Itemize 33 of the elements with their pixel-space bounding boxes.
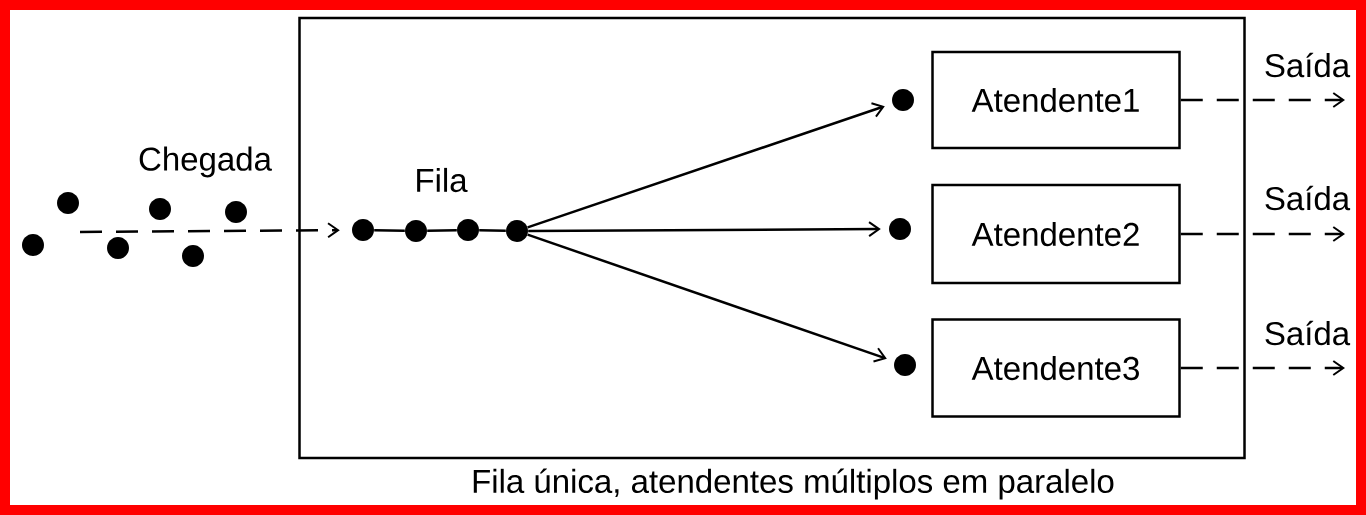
server-box: Atendente2 (931, 183, 1181, 285)
dot (889, 218, 911, 240)
dot (352, 219, 374, 241)
arrow (1180, 226, 1345, 242)
system-box (298, 16, 1246, 460)
connector-line (427, 228, 457, 233)
dot (107, 237, 129, 259)
dot (892, 89, 914, 111)
edge-label: Saída (1262, 319, 1352, 347)
server-box: Atendente3 (931, 318, 1181, 418)
connector-line (479, 229, 506, 233)
dot (57, 192, 79, 214)
edge-label: Chegada (137, 145, 273, 179)
queue-label: Fila (417, 167, 468, 193)
dot (225, 201, 247, 223)
arrow (527, 102, 885, 229)
dot (894, 354, 916, 376)
caption: Fila única, atendentes múltiplos em paralelo (473, 468, 1114, 500)
arrow (1180, 92, 1345, 108)
dot (457, 219, 479, 241)
dot (149, 198, 171, 220)
dot (405, 220, 427, 242)
server-box: Atendente1 (931, 50, 1181, 150)
dot (182, 245, 204, 267)
dot (506, 220, 528, 242)
dot (22, 234, 44, 256)
connector-line (374, 228, 405, 233)
arrow (1180, 360, 1345, 376)
edge-label: Saída (1262, 51, 1352, 79)
arrow (528, 221, 881, 238)
arrow (527, 233, 887, 363)
arrow (80, 222, 340, 239)
edge-label: Saída (1262, 184, 1352, 212)
